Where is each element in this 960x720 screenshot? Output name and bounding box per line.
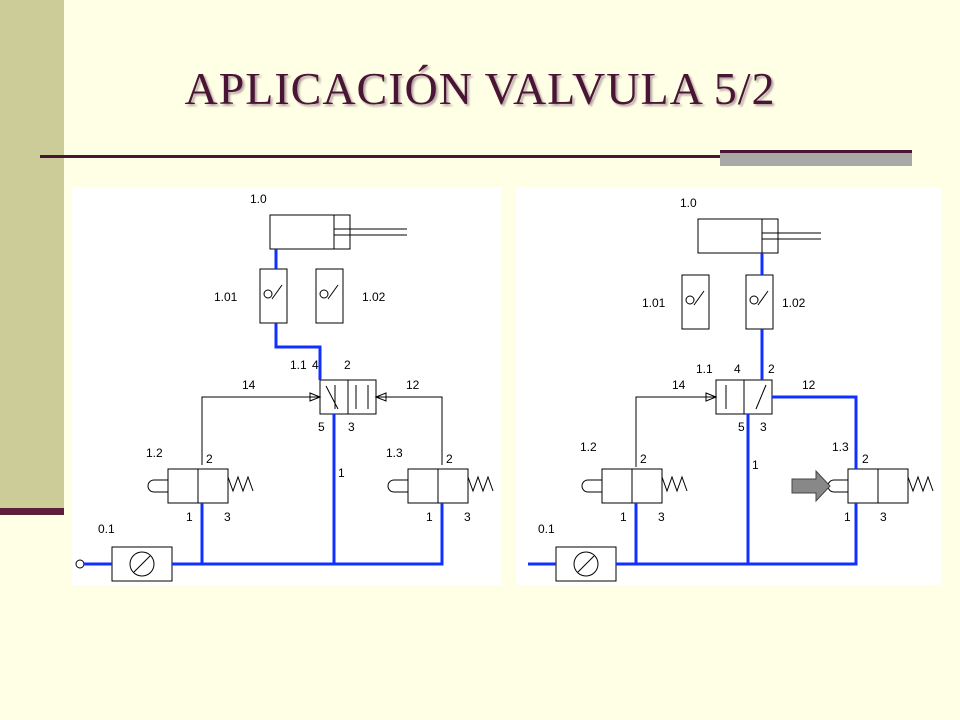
label-port-4: 4	[734, 362, 741, 376]
label-main-valve: 1.1	[290, 358, 307, 372]
label-port-2: 2	[344, 358, 351, 372]
label-flow-valve-b: 1.02	[362, 290, 386, 304]
label-vl-port-3: 3	[224, 510, 231, 524]
label-vl-port-1: 1	[186, 510, 193, 524]
label-vl-port-2: 2	[640, 452, 647, 466]
label-port-2: 2	[768, 362, 775, 376]
label-flow-valve-b: 1.02	[782, 296, 806, 310]
label-port-5: 5	[318, 420, 325, 434]
circuit-diagram-left: 1.0 1.01 1.02 1.1 14 12 4 2 5 3 1 1.2 1.…	[72, 187, 502, 585]
cylinder-body	[269, 214, 351, 250]
label-port-1: 1	[752, 458, 759, 472]
flow-control-valve-b	[745, 274, 774, 330]
label-pilot-12: 12	[406, 378, 420, 392]
label-valve-right: 1.3	[832, 440, 849, 454]
label-flow-valve-a: 1.01	[214, 290, 238, 304]
label-port-1: 1	[338, 466, 345, 480]
circuit-svg-right: 1.0 1.01 1.02 1.1 14 12 4 2 5 3 1 1.2 1.…	[528, 196, 934, 582]
label-port-3: 3	[760, 420, 767, 434]
label-port-4: 4	[312, 358, 319, 372]
label-vr-port-2: 2	[446, 452, 453, 466]
label-service-unit: 0.1	[98, 522, 115, 536]
label-port-5: 5	[738, 420, 745, 434]
label-vl-port-1: 1	[620, 510, 627, 524]
side-bar	[0, 0, 64, 510]
label-flow-valve-a: 1.01	[642, 296, 666, 310]
title-rule	[40, 155, 912, 158]
label-pilot-12: 12	[802, 378, 816, 392]
label-cylinder: 1.0	[250, 192, 267, 206]
label-valve-right: 1.3	[386, 446, 403, 460]
circuit-diagram-right: 1.0 1.01 1.02 1.1 14 12 4 2 5 3 1 1.2 1.…	[516, 187, 941, 585]
label-vl-port-3: 3	[658, 510, 665, 524]
pressure-lines-left	[84, 249, 444, 566]
label-vr-port-1: 1	[844, 510, 851, 524]
label-pilot-14: 14	[672, 378, 686, 392]
label-valve-left: 1.2	[580, 440, 597, 454]
label-vr-port-1: 1	[426, 510, 433, 524]
pressure-lines-right	[528, 253, 858, 566]
label-pilot-14: 14	[242, 378, 256, 392]
flow-control-valve-b	[315, 268, 344, 324]
slide-title: APLICACIÓN VALVULA 5/2	[184, 63, 776, 114]
flow-control-valve-a	[259, 268, 288, 324]
actuation-arrow-icon	[791, 469, 831, 503]
label-main-valve: 1.1	[696, 362, 713, 376]
label-valve-left: 1.2	[146, 446, 163, 460]
flow-control-valve-a	[681, 274, 710, 330]
title-rule-accent	[720, 150, 912, 166]
label-port-3: 3	[348, 420, 355, 434]
cylinder-body	[697, 218, 779, 254]
side-bar-shadow	[0, 508, 64, 515]
circuit-svg-left: 1.0 1.01 1.02 1.1 14 12 4 2 5 3 1 1.2 1.…	[75, 192, 494, 582]
label-cylinder: 1.0	[680, 196, 697, 210]
label-service-unit: 0.1	[538, 522, 555, 536]
label-vl-port-2: 2	[206, 452, 213, 466]
label-vr-port-3: 3	[464, 510, 471, 524]
label-vr-port-2: 2	[862, 452, 869, 466]
label-vr-port-3: 3	[880, 510, 887, 524]
